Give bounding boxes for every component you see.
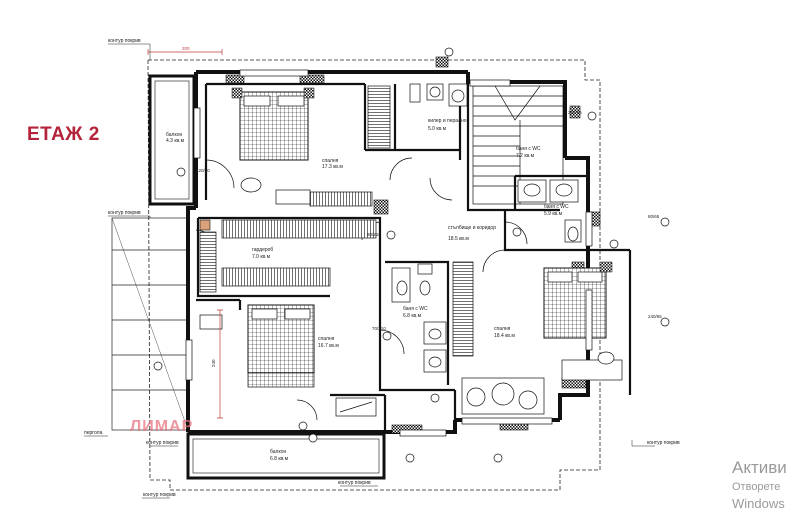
bed-bedroom-2 <box>247 304 315 388</box>
leader-lines <box>84 43 655 499</box>
svg-text:спалня: спалня <box>322 158 339 164</box>
room-label-bath-1: баня с WC 7.2 кв.м <box>516 146 541 159</box>
bathroom-fixtures <box>391 83 582 373</box>
room-label-wardrobe: гардероб 7.0 кв.м <box>252 247 273 260</box>
svg-text:килер и перално: килер и перално <box>428 118 467 124</box>
room-label-balcony-bottom: балкон 6.8 кв.м <box>270 449 289 462</box>
svg-text:стълбище и коридор: стълбище и коридор <box>448 225 496 231</box>
svg-text:баня с WC: баня с WC <box>516 146 541 152</box>
room-label-bedroom-1: спалня 17.3 кв.м <box>322 158 343 170</box>
svg-text:17.3 кв.м: 17.3 кв.м <box>322 164 343 170</box>
markers <box>153 47 670 463</box>
svg-text:баня с WC: баня с WC <box>403 306 428 312</box>
svg-text:гардероб: гардероб <box>252 247 273 253</box>
annotation-contour-right: контур покрив <box>647 440 680 446</box>
svg-text:16.7 кв.м: 16.7 кв.м <box>318 343 339 349</box>
watermark: ЛИМАР <box>130 418 194 435</box>
room-label-laundry: килер и перално 5.0 кв.м <box>428 118 467 132</box>
svg-text:спалня: спалня <box>494 326 511 332</box>
interior-walls <box>196 82 632 432</box>
window-label-80: 80/65 <box>648 214 660 219</box>
dimension-240: 240 <box>211 359 216 367</box>
activation-line-1: Активи <box>732 458 787 477</box>
activation-line-2: Отворете <box>732 481 781 493</box>
furniture <box>199 177 623 417</box>
annotation-contour-left: контур покрив <box>108 210 141 216</box>
os-activation-notice: Активи Отворете Windows <box>732 458 793 511</box>
svg-text:5.0 кв.м: 5.0 кв.м <box>428 126 447 132</box>
activation-line-3: Windows <box>732 496 785 511</box>
svg-text:18.4 кв.м: 18.4 кв.м <box>494 333 515 339</box>
svg-text:4.3 кв.м: 4.3 кв.м <box>166 138 185 144</box>
room-label-bath-3: баня с WC 6.8 кв.м <box>403 306 428 319</box>
svg-text:6.8 кв.м: 6.8 кв.м <box>270 456 289 462</box>
windows <box>185 69 593 437</box>
svg-text:6.8 кв.м: 6.8 кв.м <box>403 313 422 319</box>
annotation-contour-bottom: контур покрив <box>338 480 371 486</box>
wardrobes <box>199 85 474 357</box>
dimension-200: 200 <box>182 46 190 51</box>
annotation-contour-bl2: контур покрив <box>143 492 176 498</box>
svg-text:18.5 кв.м: 18.5 кв.м <box>448 236 469 242</box>
room-label-balcony-top: балкон 4.3 кв.м <box>166 132 185 144</box>
svg-text:спалня: спалня <box>318 336 335 342</box>
svg-text:7.0 кв.м: 7.0 кв.м <box>252 254 271 260</box>
room-label-bath-2: баня с WC 5.9 кв.м <box>544 204 569 217</box>
staircase <box>472 85 564 205</box>
bed-bedroom-1 <box>231 87 315 161</box>
roof-contour-outline <box>147 59 601 491</box>
svg-text:7.2 кв.м: 7.2 кв.м <box>516 153 535 159</box>
window-label-240: 240/65 <box>648 314 662 319</box>
annotation-pergola: пергола <box>84 430 103 436</box>
svg-text:баня с WC: баня с WC <box>544 204 569 210</box>
room-label-hall: стълбище и коридор 18.5 кв.м <box>448 225 496 242</box>
room-label-bedroom-3: спалня 18.4 кв.м <box>494 326 515 339</box>
floor-title: ЕТАЖ 2 <box>27 124 100 145</box>
window-label-200: 200/65 <box>568 110 582 115</box>
bed-bedroom-3 <box>543 261 613 339</box>
annotation-contour-top: контур покрив <box>108 38 141 44</box>
svg-text:балкон: балкон <box>166 132 182 138</box>
hatched-walls <box>199 56 601 434</box>
dimension-lines <box>147 49 223 419</box>
room-label-bedroom-2: спалня 16.7 кв.м <box>318 336 339 349</box>
svg-text:5.9 кв.м: 5.9 кв.м <box>544 211 563 217</box>
svg-text:балкон: балкон <box>270 449 286 455</box>
annotation-contour-bl: контур покрив <box>146 440 179 446</box>
door-label-70: 70/210 <box>372 326 386 331</box>
door-label-80: 80/210 <box>367 232 381 237</box>
window-label-120: 120/60 <box>196 168 210 173</box>
